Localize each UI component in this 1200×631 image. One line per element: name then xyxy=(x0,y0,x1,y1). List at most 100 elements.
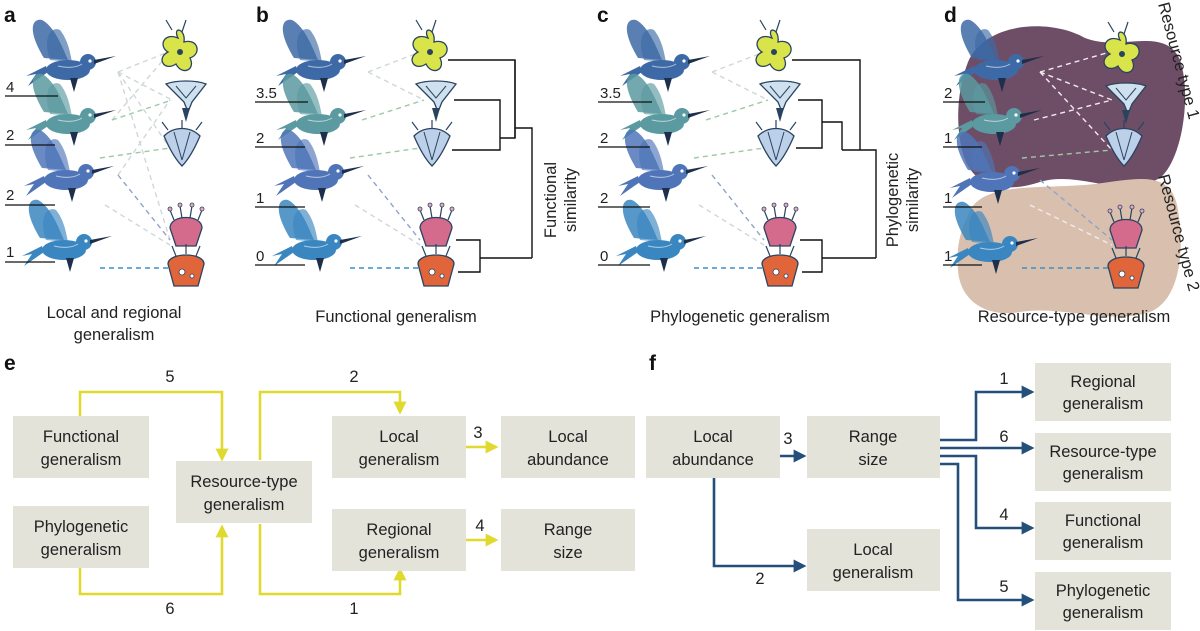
svg-text:abundance: abundance xyxy=(527,451,609,469)
phylogenetic-dendrogram xyxy=(792,59,877,273)
box-local-generalism: Local generalism xyxy=(332,416,466,478)
axis-label: Phylogenetic xyxy=(884,153,902,247)
box-phylogenetic-generalism: Phylogenetic generalism xyxy=(1035,572,1171,630)
svg-text:Range: Range xyxy=(849,428,898,446)
svg-text:Functional: Functional xyxy=(1065,512,1141,530)
value-label: 2 xyxy=(944,85,952,102)
axis-label: Functional xyxy=(542,162,560,238)
svg-text:size: size xyxy=(858,451,887,469)
svg-text:generalism: generalism xyxy=(204,496,285,514)
panel-a-caption-2: generalism xyxy=(74,326,155,344)
box-regional-generalism: Regional generalism xyxy=(332,509,466,571)
box-phylogenetic-generalism: Phylogenetic generalism xyxy=(13,506,149,568)
svg-text:Local: Local xyxy=(693,428,732,446)
svg-text:abundance: abundance xyxy=(672,451,754,469)
arrow-6 xyxy=(78,524,229,596)
orange-flower-icon xyxy=(417,243,455,287)
arrow-2 xyxy=(258,390,407,460)
box-functional-generalism: Functional generalism xyxy=(1035,502,1171,560)
arrow-1 xyxy=(940,385,1035,442)
panel-d-caption: Resource-type generalism xyxy=(978,308,1171,326)
box-range-size: Range size xyxy=(807,416,940,478)
box-range-size: Range size xyxy=(501,509,635,571)
svg-text:generalism: generalism xyxy=(359,544,440,562)
svg-text:generalism: generalism xyxy=(41,451,122,469)
value-label: 2 xyxy=(600,130,608,147)
edge-label: 2 xyxy=(755,570,764,588)
box-regional-generalism: Regional generalism xyxy=(1035,363,1171,421)
value-label: 2 xyxy=(6,187,14,204)
box-local-abundance: Local abundance xyxy=(501,416,635,478)
edge-label: 4 xyxy=(475,517,484,535)
panel-a: a 4 2 2 1 Local and reg xyxy=(4,4,207,344)
box-functional-generalism: Functional generalism xyxy=(13,416,149,478)
panel-a-links xyxy=(99,51,173,269)
svg-text:Phylogenetic: Phylogenetic xyxy=(34,518,128,536)
svg-text:generalism: generalism xyxy=(1063,395,1144,413)
panel-d: d 2 1 1 1 Resource type 1 Res xyxy=(943,0,1200,326)
pink-flower-icon xyxy=(761,202,799,247)
svg-text:Phylogenetic: Phylogenetic xyxy=(1056,582,1150,600)
edge-label: 5 xyxy=(999,578,1008,596)
arrow-2 xyxy=(712,478,807,573)
tubular-flower-icon xyxy=(415,80,457,123)
yellow-flower-icon xyxy=(161,19,198,72)
orange-flower-icon xyxy=(1107,245,1145,289)
svg-text:Local: Local xyxy=(853,541,892,559)
edge-label: 3 xyxy=(783,430,792,448)
value-label: 0 xyxy=(256,248,264,265)
svg-text:Regional: Regional xyxy=(366,521,431,539)
value-label: 1 xyxy=(944,130,952,147)
hummingbird-icon xyxy=(23,129,115,203)
value-label: 0 xyxy=(600,248,608,265)
svg-text:Local: Local xyxy=(548,428,587,446)
pink-flower-icon xyxy=(417,202,455,247)
edge-label: 1 xyxy=(999,370,1008,388)
svg-text:generalism: generalism xyxy=(833,564,914,582)
hummingbird-icon xyxy=(273,129,365,203)
orange-flower-icon xyxy=(167,243,205,287)
bell-flower-icon xyxy=(755,119,797,167)
value-label: 2 xyxy=(6,127,14,144)
edge-label: 5 xyxy=(165,368,174,386)
tubular-flower-icon xyxy=(165,80,207,123)
svg-text:generalism: generalism xyxy=(41,541,122,559)
svg-text:Range: Range xyxy=(544,521,593,539)
axis-label: similarity xyxy=(904,167,922,232)
panel-f: f 3 2 1 6 4 5 Local abundance Range size… xyxy=(646,352,1171,630)
panel-b: b 3.5 2 1 0 Functional similarity xyxy=(255,4,580,326)
svg-text:Functional: Functional xyxy=(43,428,119,446)
hummingbird-icon xyxy=(271,199,363,273)
panel-b-letter: b xyxy=(256,4,269,27)
edge-label: 6 xyxy=(999,428,1008,446)
edge-label: 2 xyxy=(349,368,358,386)
panel-c: c 3.5 2 2 0 Phylogenetic similarity xyxy=(597,4,922,326)
edge-label: 1 xyxy=(349,600,358,618)
panel-d-letter: d xyxy=(944,4,957,27)
yellow-flower-icon xyxy=(1103,21,1140,74)
panel-b-links xyxy=(349,51,425,269)
bell-flower-icon xyxy=(161,119,203,167)
panel-e: e 5 6 2 1 3 4 Functional generalism Phyl… xyxy=(4,352,635,618)
value-label: 1 xyxy=(944,190,952,207)
value-label: 1 xyxy=(6,244,14,261)
panel-f-letter: f xyxy=(649,352,657,375)
panel-a-caption-1: Local and regional xyxy=(47,304,182,322)
value-label: 1 xyxy=(256,190,264,207)
arrow-5 xyxy=(78,390,229,462)
box-local-abundance: Local abundance xyxy=(646,416,780,478)
panel-b-caption: Functional generalism xyxy=(315,308,476,326)
value-label: 4 xyxy=(6,79,14,96)
hummingbird-icon xyxy=(615,199,707,273)
svg-text:generalism: generalism xyxy=(359,451,440,469)
value-label: 3.5 xyxy=(600,85,621,102)
svg-text:generalism: generalism xyxy=(1063,465,1144,483)
yellow-flower-icon xyxy=(755,19,792,72)
svg-text:generalism: generalism xyxy=(1063,534,1144,552)
orange-flower-icon xyxy=(761,243,799,287)
pink-flower-icon xyxy=(167,202,205,247)
panel-c-caption: Phylogenetic generalism xyxy=(650,308,830,326)
arrow-5 xyxy=(940,462,1035,607)
panel-d-links xyxy=(1021,51,1113,269)
yellow-flower-icon xyxy=(411,19,448,72)
